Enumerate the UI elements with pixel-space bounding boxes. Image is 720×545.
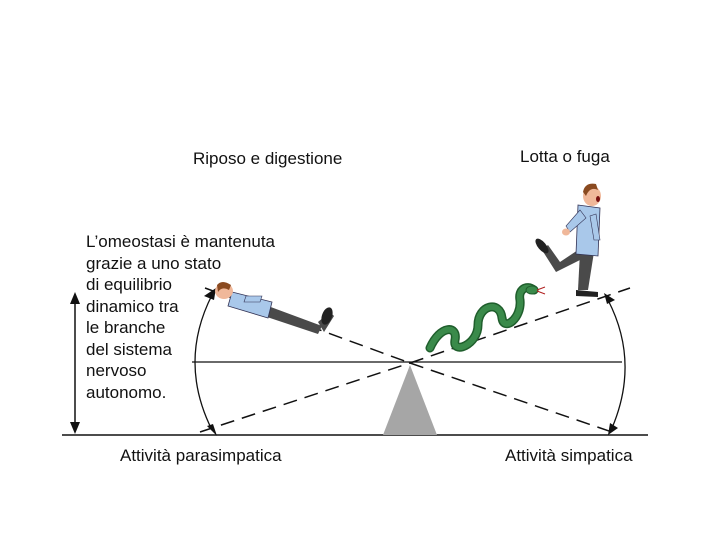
note-line: le branche (86, 317, 316, 339)
running-man-figure (533, 184, 601, 297)
dashed-line-sympathetic-down (410, 363, 612, 432)
homeostasis-note: L’omeostasi è mantenuta grazie a uno sta… (86, 231, 316, 403)
label-fight-or-flight: Lotta o fuga (520, 146, 610, 168)
note-line: autonomo. (86, 382, 316, 404)
note-line: L’omeostasi è mantenuta (86, 231, 316, 253)
left-arrowhead-bottom (207, 424, 217, 436)
note-line: grazie a uno stato (86, 253, 316, 275)
right-double-arrow (608, 300, 625, 428)
vertical-arrowhead-bottom (70, 422, 80, 434)
fulcrum (383, 365, 437, 435)
label-parasympathetic-activity: Attività parasimpatica (120, 445, 282, 467)
snake-figure (430, 286, 545, 348)
note-line: nervoso (86, 360, 316, 382)
note-line: del sistema (86, 339, 316, 361)
note-line: dinamico tra (86, 296, 316, 318)
label-sympathetic-activity: Attività simpatica (505, 445, 633, 467)
vertical-arrowhead-top (70, 292, 80, 304)
note-line: di equilibrio (86, 274, 316, 296)
label-rest-and-digest: Riposo e digestione (193, 148, 342, 170)
